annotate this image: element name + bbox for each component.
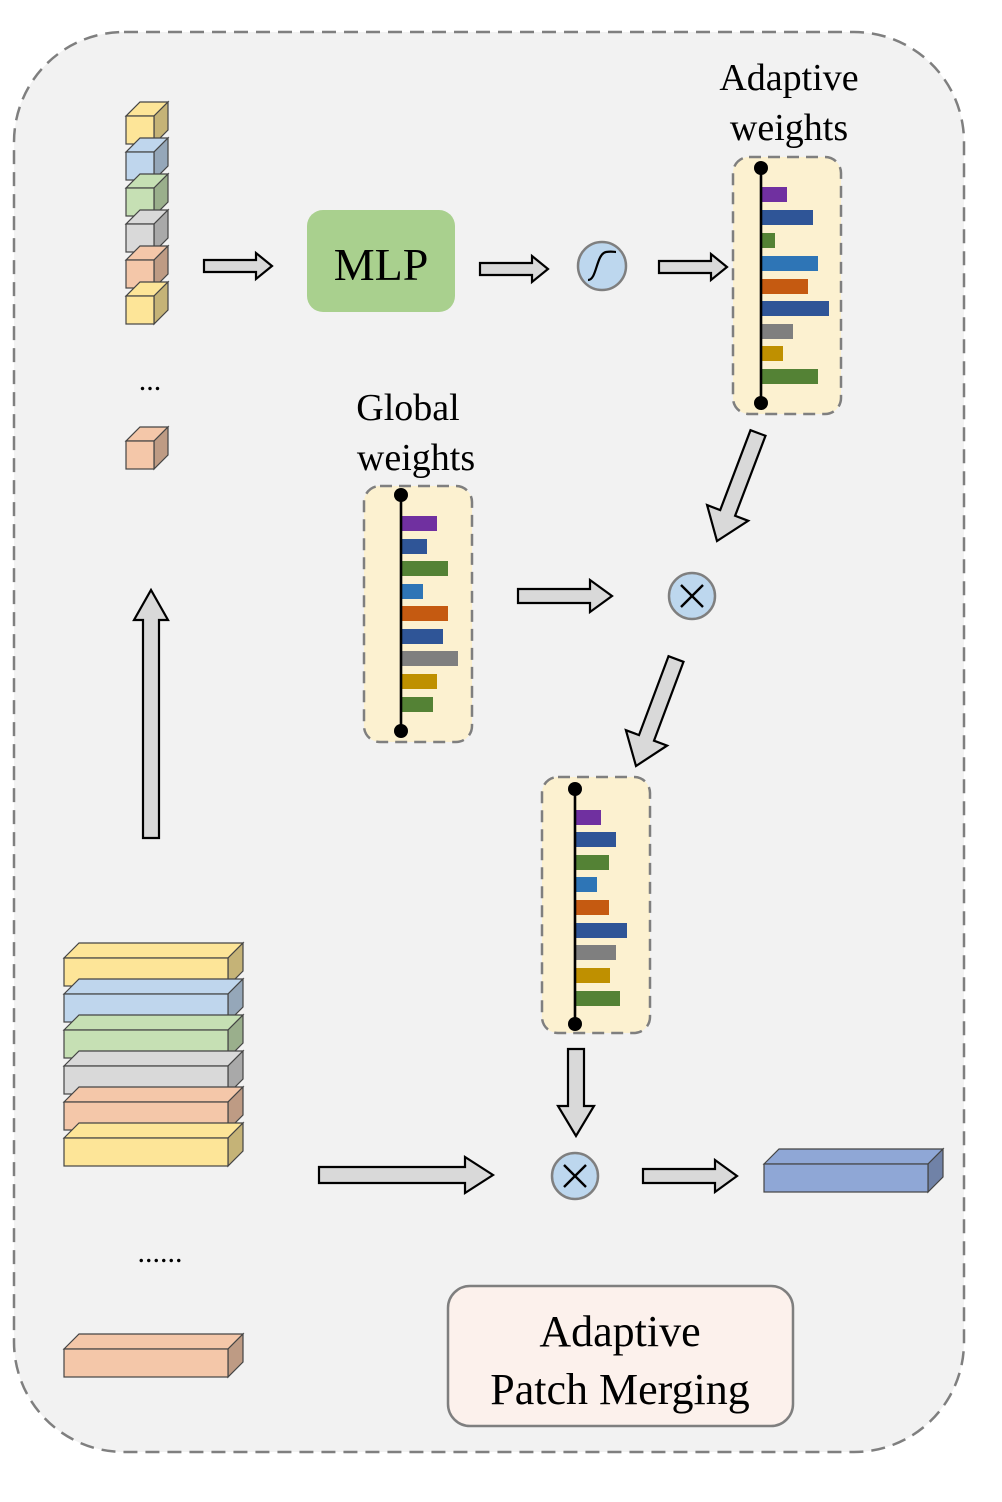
weight-bar [575, 877, 597, 892]
arrow-icon [516, 577, 614, 615]
weight-bar [401, 674, 437, 689]
adaptive-weights-label: Adaptive [719, 57, 858, 99]
weight-bar [575, 968, 610, 983]
weight-bar [761, 210, 813, 225]
weight-bar [401, 516, 437, 531]
feature-row-stack [62, 941, 245, 1379]
weight-axis-end [754, 396, 768, 410]
mlp-label: MLP [334, 239, 429, 290]
token-cube [124, 280, 170, 326]
weight-axis-end [394, 724, 408, 738]
arrow-icon [641, 1157, 739, 1195]
token-cube [124, 136, 170, 182]
arrow-icon [657, 251, 729, 283]
arrow-icon [317, 1154, 496, 1196]
mlp-box [307, 210, 455, 312]
weight-bar [761, 369, 818, 384]
arrow-icon [132, 587, 170, 840]
feature-row [62, 1332, 245, 1379]
weight-bar [575, 900, 609, 915]
weight-bar [761, 301, 829, 316]
weight-bar [575, 991, 620, 1006]
arrow-icon [478, 253, 550, 285]
weight-bar [761, 233, 775, 248]
weight-bar [761, 346, 783, 361]
arrow-icon [705, 428, 767, 543]
arrows [132, 250, 767, 1196]
weight-bar [575, 810, 601, 825]
module-title-box [446, 1284, 795, 1428]
feature-row [62, 1121, 245, 1168]
weight-bar [401, 539, 427, 554]
global-weights-label: weights [357, 437, 475, 479]
output-token-block-face [762, 1147, 945, 1194]
module-title: Adaptive [539, 1307, 700, 1356]
weight-axis-end [568, 782, 582, 796]
output-token-block [762, 1147, 945, 1194]
weight-bar [401, 697, 433, 712]
adaptive-weights-label: weights [730, 107, 848, 149]
weight-bar [401, 629, 443, 644]
weight-bar [761, 256, 818, 271]
sigmoid-icon [576, 240, 628, 292]
weight-bar [575, 923, 627, 938]
weight-bar [761, 187, 787, 202]
arrow-icon [624, 654, 685, 768]
weight-bar [401, 606, 448, 621]
weight-bar [575, 832, 616, 847]
arrow-icon [556, 1047, 596, 1139]
weight-bar [761, 279, 808, 294]
module-background [12, 30, 966, 1454]
token-cube [124, 425, 170, 471]
weight-bar [575, 945, 616, 960]
multiply-icon [550, 1151, 600, 1201]
module-title: Patch Merging [490, 1365, 750, 1414]
row-ellipsis: ...... [138, 1236, 183, 1269]
weight-axis-end [568, 1017, 582, 1031]
weight-bar [761, 324, 793, 339]
weight-axis-end [754, 161, 768, 175]
adaptive-weights-panel [731, 155, 843, 416]
global-weights-panel [362, 484, 474, 744]
combined-weights-panel [540, 775, 652, 1035]
multiply-icon [667, 571, 717, 621]
token-cube-stack [124, 100, 170, 471]
arrow-icon [202, 250, 274, 282]
weight-bar [401, 584, 423, 599]
weight-axis-end [394, 488, 408, 502]
token-ellipsis: ... [139, 364, 162, 397]
weight-bar [401, 651, 458, 666]
global-weights-label: Global [356, 387, 459, 429]
weight-bar [575, 855, 609, 870]
weight-bar [401, 561, 448, 576]
